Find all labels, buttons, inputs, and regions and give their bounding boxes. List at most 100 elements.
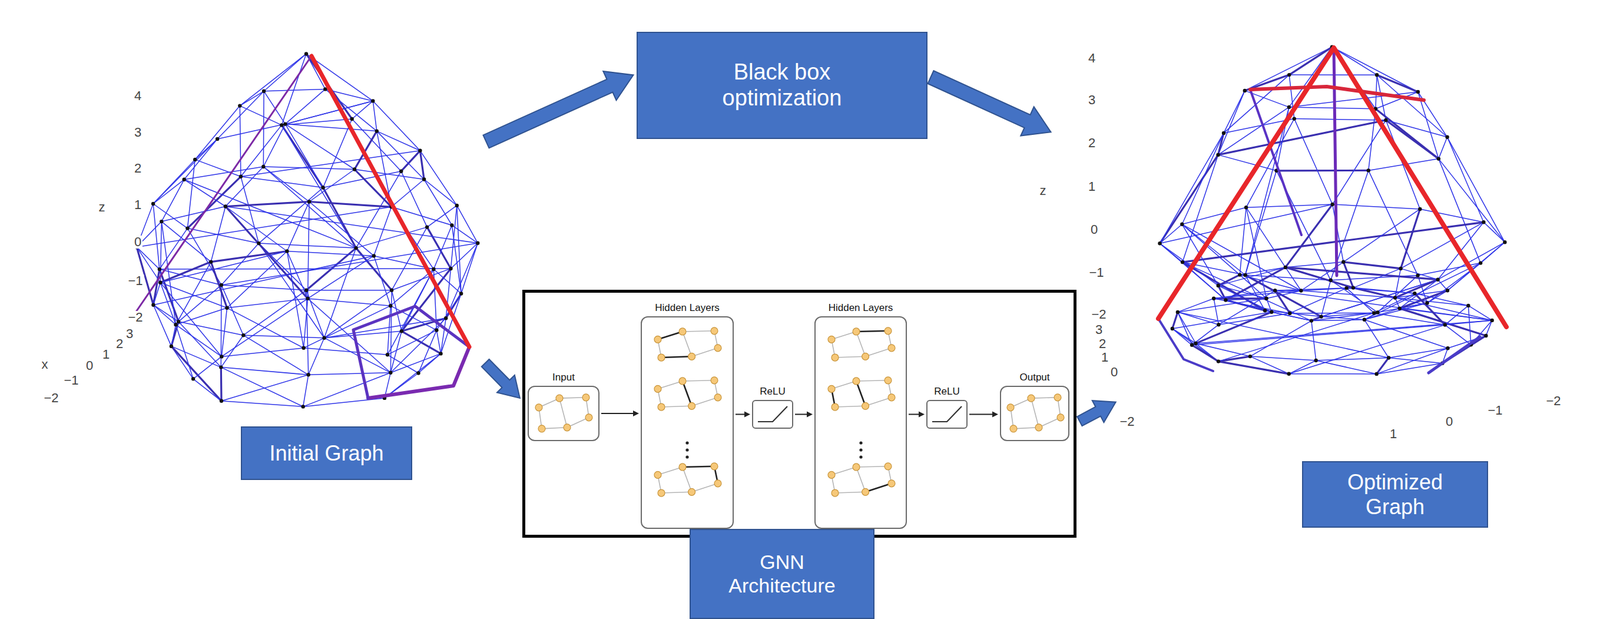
graph-edge [210, 206, 226, 263]
graph-vertex [1319, 314, 1323, 318]
axis-tick: 2 [1087, 136, 1097, 150]
graph-vertex [1273, 288, 1277, 293]
mini-vertex [827, 385, 836, 393]
layer-heading: ReLU [933, 385, 960, 398]
mini-edge [856, 381, 866, 406]
graph-vertex [1386, 355, 1391, 360]
graph-vertex [1223, 297, 1228, 302]
mini-edge [691, 397, 718, 407]
graph-vertex [353, 246, 358, 250]
graph-edge [221, 243, 260, 286]
mini-edge [856, 466, 889, 467]
graph-vertex [1190, 343, 1194, 347]
graph-vertex [1263, 308, 1267, 313]
mini-vertex [884, 327, 892, 335]
ellipsis-dot [859, 441, 863, 445]
graph-vertex [262, 89, 266, 94]
layer-box: Output [999, 385, 1070, 442]
graph-vertex [1314, 358, 1318, 363]
graph-vertex [1287, 105, 1291, 109]
graph-vertex [416, 370, 420, 375]
mini-vertex [1006, 403, 1015, 412]
graph-edge [372, 100, 420, 151]
graph-edge [1332, 47, 1377, 75]
graph-edge [376, 131, 424, 180]
mini-edge [865, 483, 892, 493]
mini-edge [682, 331, 692, 357]
graph-vertex [209, 259, 213, 264]
graph-edge [136, 206, 392, 247]
graph-edge [1400, 268, 1439, 280]
mini-edge [835, 491, 866, 493]
graph-edge [1289, 47, 1333, 108]
mini-edge [661, 491, 692, 493]
axis-tick: 0 [1089, 223, 1099, 237]
graph-vertex [241, 333, 245, 337]
layer-heading: Hidden Layers [828, 302, 894, 314]
graph-edge [153, 305, 172, 347]
graph-edge [303, 305, 392, 349]
graph-edge [1468, 305, 1472, 345]
mini-vertex [582, 393, 590, 402]
mini-edge [856, 466, 866, 492]
graph-vertex [1248, 354, 1252, 359]
graph-edge [390, 353, 441, 373]
graph-vertex [301, 404, 306, 409]
mini-edge [831, 381, 857, 389]
mini-vertex [862, 488, 870, 496]
graph-edge [387, 269, 434, 355]
mini-vertex [657, 403, 665, 411]
graph-edge [354, 131, 377, 170]
axis-tick: 0 [1109, 365, 1119, 379]
graph-edge [243, 335, 308, 375]
graph-edge [221, 298, 308, 357]
graph-edge [461, 243, 478, 294]
graph-vertex [1216, 153, 1220, 157]
graph-edge [372, 100, 377, 131]
graph-vertex [1216, 283, 1221, 288]
graph-edge [225, 206, 288, 252]
mini-vertex [714, 344, 722, 352]
graph-edge [221, 401, 304, 407]
graph-vertex [1193, 341, 1198, 346]
mini-vertex [535, 403, 543, 412]
arrow-head [633, 410, 639, 417]
graph-edge [1376, 348, 1449, 374]
graph-edge [373, 255, 391, 306]
mini-vertex [678, 377, 687, 385]
graph-edge [1289, 373, 1377, 375]
graph-edge [285, 124, 323, 188]
relu-icon [932, 406, 962, 422]
layer-arrow [969, 411, 999, 418]
mini-vertex [657, 489, 665, 497]
axis-tick: 0 [1444, 415, 1454, 429]
mini-graph [535, 393, 593, 433]
graph-edge [1245, 107, 1290, 276]
arrow-head [918, 411, 925, 418]
mini-edge [682, 466, 692, 492]
graph-edge [451, 224, 478, 243]
graph-edge [1289, 360, 1317, 374]
graph-vertex [375, 128, 379, 133]
graph-edge [1316, 358, 1389, 361]
graph-edge [1485, 320, 1492, 336]
arrow-head [744, 411, 751, 418]
arrow-head [992, 411, 999, 418]
highlight-path [368, 346, 470, 399]
graph-edge [225, 201, 310, 207]
graph-edge [153, 179, 185, 204]
graph-edge [161, 221, 176, 325]
graph-edge [1182, 222, 1484, 263]
mini-vertex [852, 377, 860, 385]
graph-edge [306, 290, 324, 339]
graph-edge [1177, 298, 1214, 313]
graph-vertex [224, 306, 229, 310]
graph-edge [1418, 91, 1439, 159]
graph-edge [1332, 120, 1387, 205]
graph-vertex [1466, 303, 1470, 308]
arrow-line [969, 413, 993, 416]
graph-edge [1373, 293, 1415, 313]
graph-edge [217, 91, 264, 139]
graph-edge [1177, 312, 1219, 325]
graph-edge [153, 255, 374, 305]
